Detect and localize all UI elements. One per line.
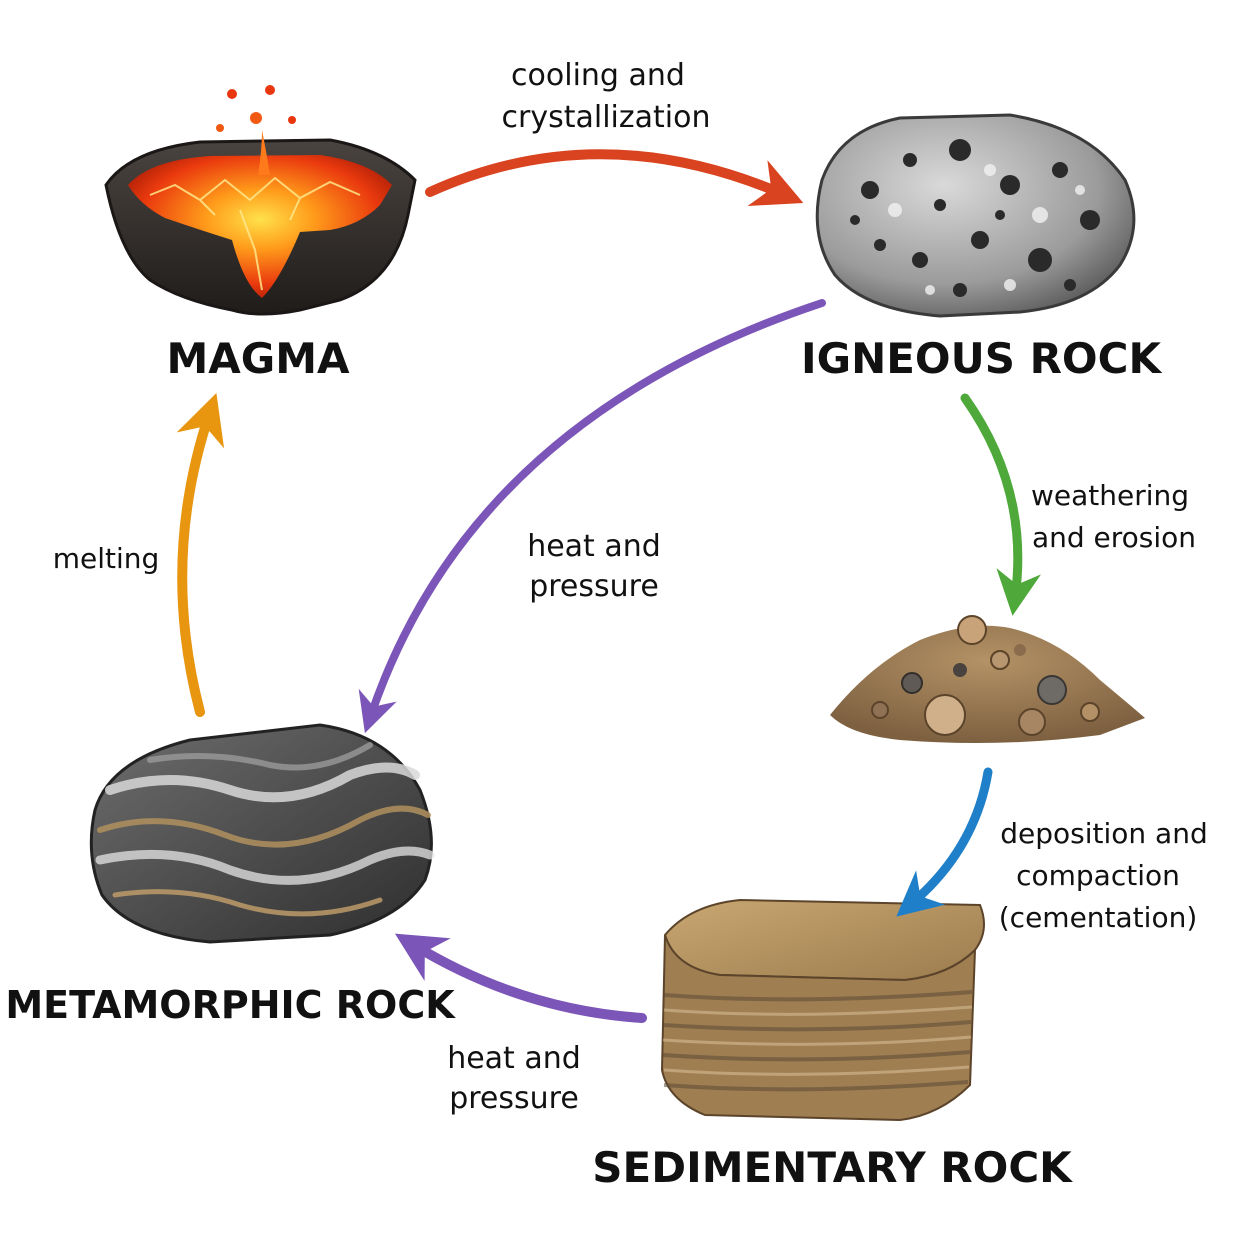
svg-text:compaction: compaction [1016,859,1180,892]
svg-text:(cementation): (cementation) [999,901,1198,934]
heat-pressure-center-arrow [358,299,826,734]
weathering-erosion-label: weathering and erosion [1031,479,1196,554]
melting-arrow [176,393,225,717]
svg-text:deposition and: deposition and [1000,817,1207,850]
svg-text:crystallization: crystallization [502,100,711,135]
igneous-rock-illustration [815,113,1136,318]
deposition-compaction-label: deposition and compaction (cementation) [999,817,1208,934]
svg-text:pressure: pressure [449,1081,579,1116]
weathering-erosion-arrow [960,393,1041,616]
heat-pressure-bottom-arrow [394,933,647,1023]
sediment-pile-illustration [830,615,1145,744]
cooling-crystallization-arrow [425,149,804,207]
melting-label: melting [53,542,160,575]
svg-text:cooling and: cooling and [511,58,685,93]
heat-pressure-center-label: heat and pressure [527,529,661,604]
deposition-compaction-arrow [896,767,993,917]
sedimentary-rock-label: SEDIMENTARY ROCK [592,1143,1073,1192]
svg-text:weathering: weathering [1031,479,1189,512]
cooling-crystallization-label: cooling and crystallization [502,58,711,135]
svg-text:pressure: pressure [529,569,659,604]
metamorphic-rock-label: METAMORPHIC ROCK [5,983,456,1027]
igneous-rock-label: IGNEOUS ROCK [801,334,1162,383]
magma-label: MAGMA [166,334,350,383]
svg-text:heat and: heat and [527,529,661,564]
sedimentary-rock-illustration [660,898,985,1122]
svg-text:heat and: heat and [447,1041,581,1076]
svg-text:and erosion: and erosion [1032,521,1196,554]
heat-pressure-bottom-label: heat and pressure [447,1041,581,1116]
magma-illustration [104,85,417,316]
metamorphic-rock-illustration [89,723,435,944]
